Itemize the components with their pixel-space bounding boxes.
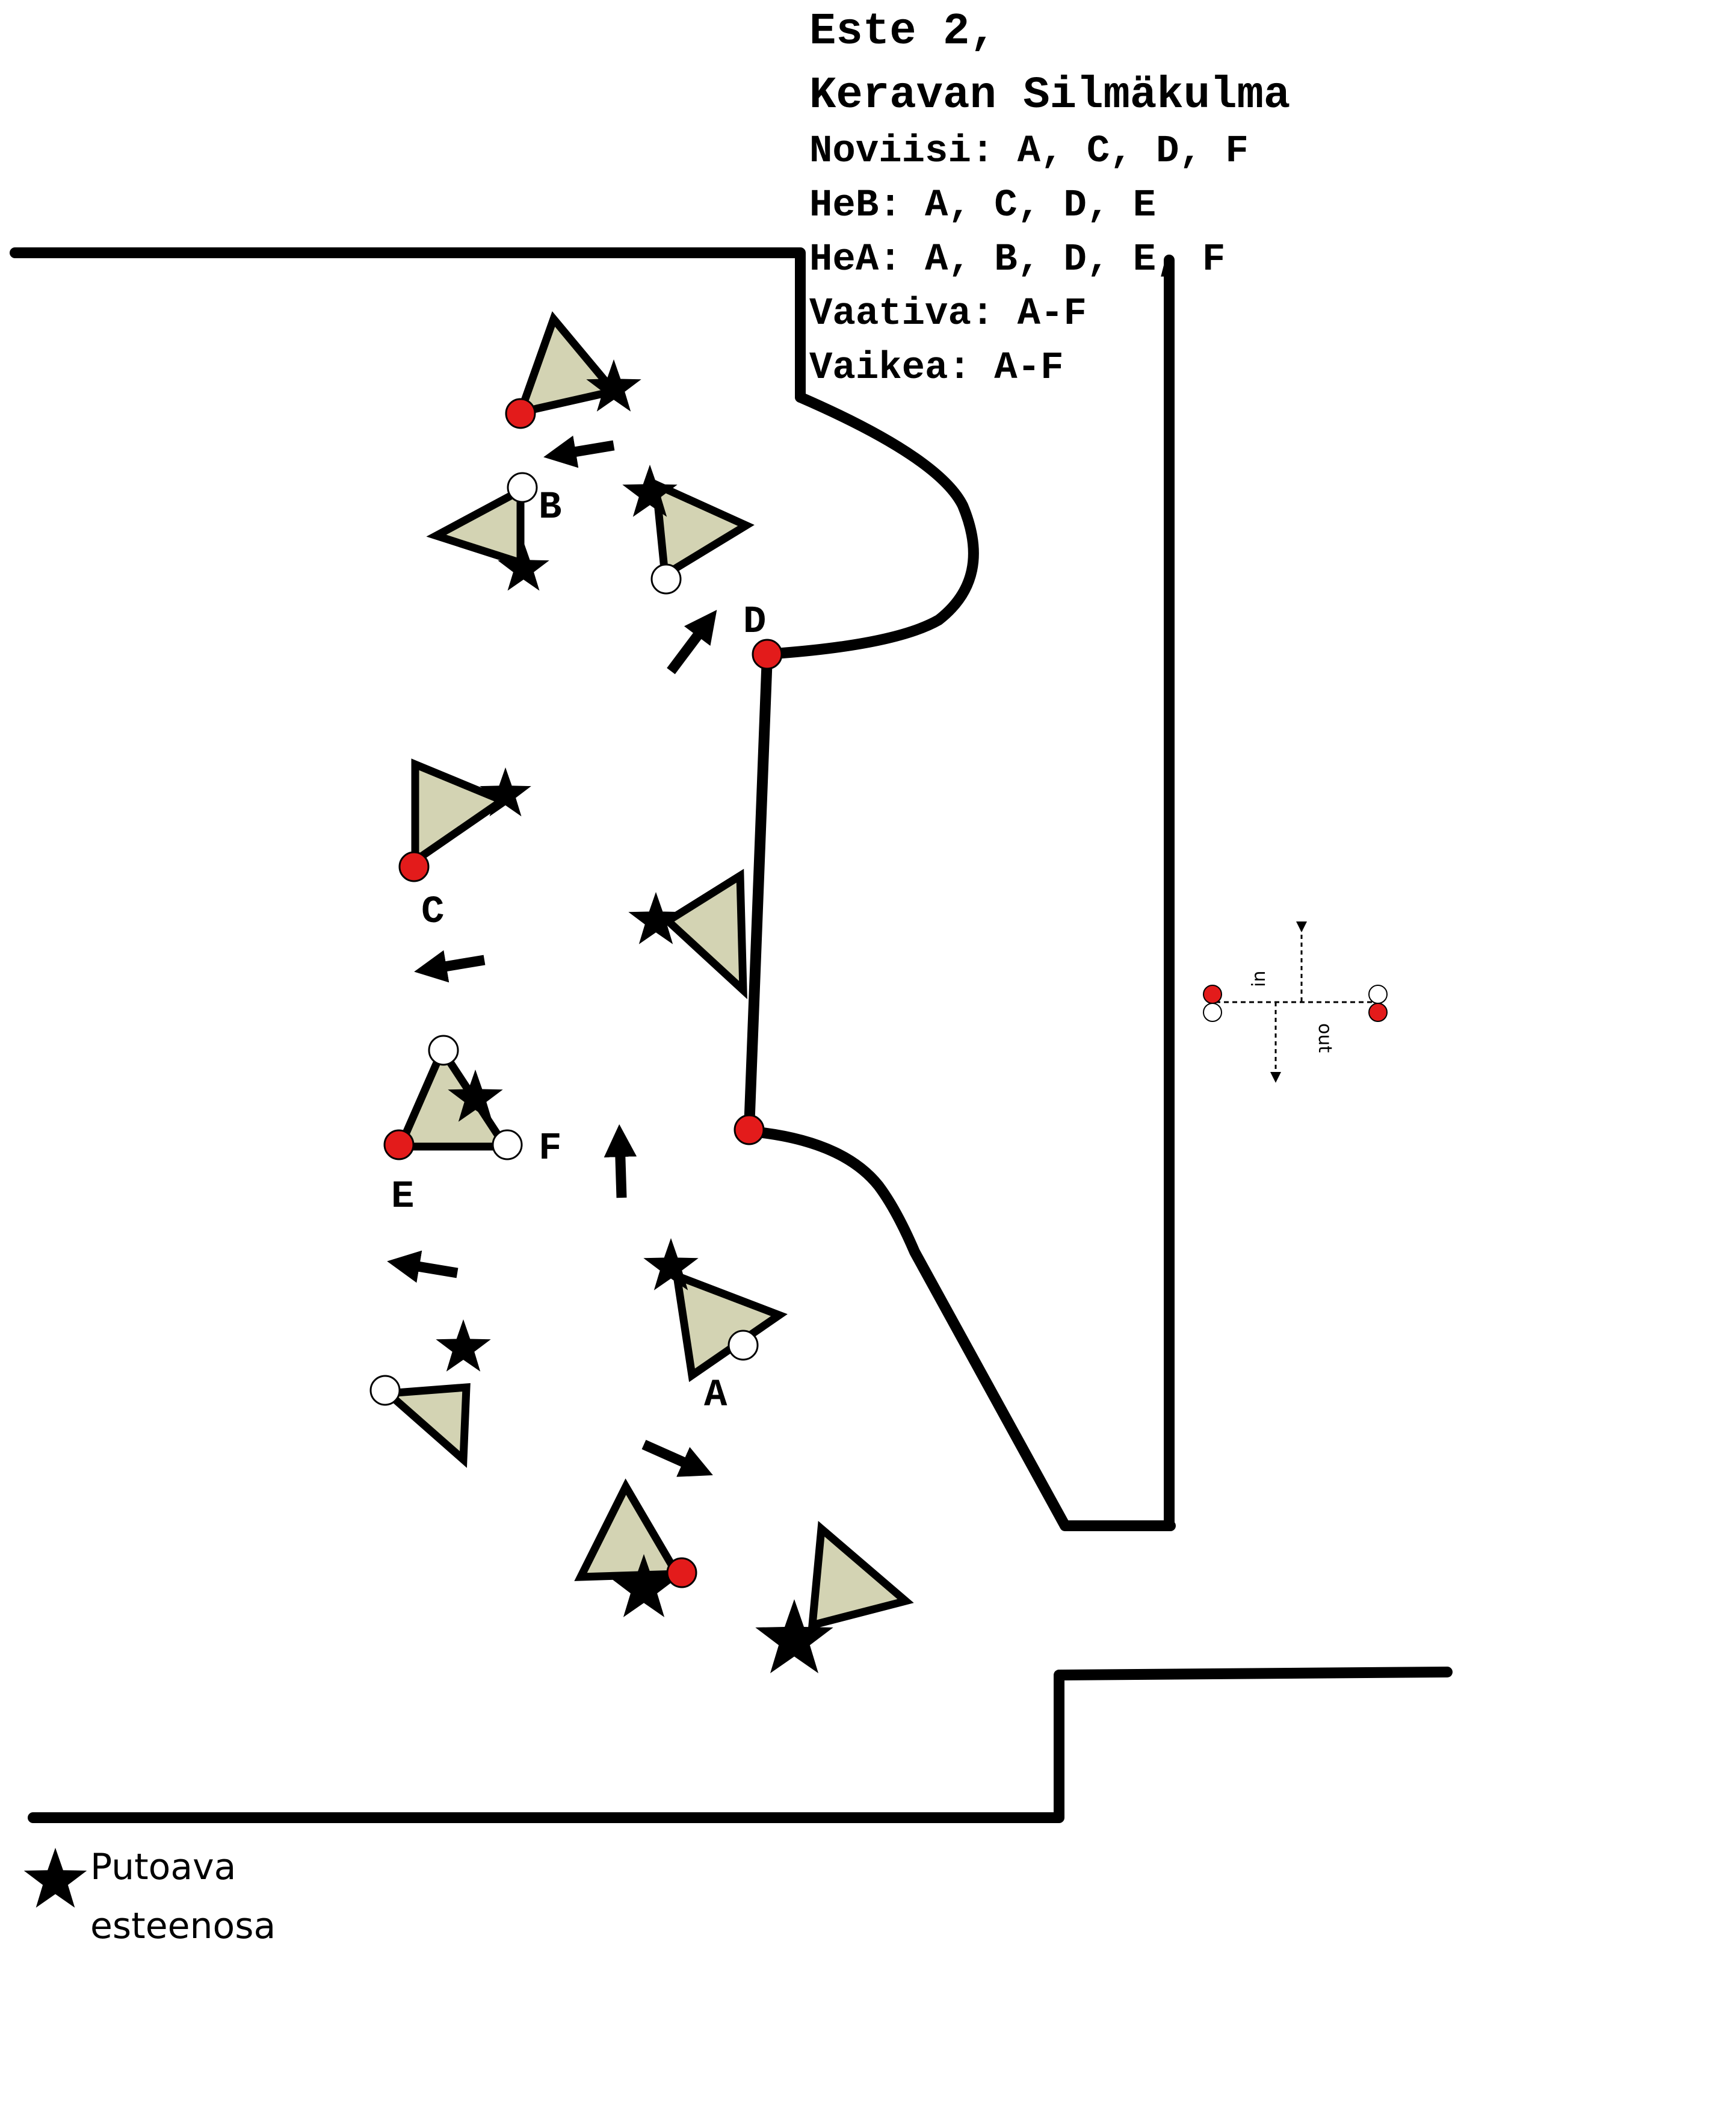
falling-part-star-icon (610, 1554, 678, 1617)
in-out-key: in out (1203, 921, 1388, 1083)
key-in-label: in (1249, 971, 1270, 987)
falling-part-star-icon (436, 1319, 491, 1372)
cone-5 (661, 869, 747, 1000)
falling-part-star-icon (628, 892, 684, 944)
arrow-d (667, 610, 717, 675)
arrow-b (543, 435, 615, 468)
white-marker (492, 1129, 523, 1160)
upper-curve-wall (777, 392, 979, 658)
key-white-marker (1368, 985, 1388, 1004)
class-line: HeA: A, B, D, E, F (809, 238, 1225, 282)
arrow-c (414, 950, 486, 983)
label-a: A (704, 1374, 727, 1417)
label-d: D (743, 601, 766, 644)
white-markers (369, 472, 759, 1406)
label-f: F (539, 1127, 561, 1171)
arrow-f (604, 1124, 637, 1198)
cone-3 (651, 478, 755, 581)
white-marker (727, 1330, 759, 1361)
falling-part-star-icon (498, 542, 549, 591)
arrow-e (387, 1250, 459, 1283)
falling-part-star-icon (480, 767, 531, 817)
header: Este 2, Keravan Silmäkulma Noviisi: A, C… (809, 7, 1290, 390)
white-marker (428, 1035, 459, 1066)
class-line: Vaativa: A-F (809, 293, 1087, 336)
cone-A (672, 1269, 788, 1383)
class-line: HeB: A, C, D, E (809, 184, 1156, 228)
white-marker (650, 563, 682, 595)
cone-2 (426, 484, 525, 568)
falling-part-stars (436, 359, 833, 1673)
red-marker (734, 1114, 765, 1145)
falling-part-star-icon (755, 1599, 833, 1673)
key-red-marker (1368, 1003, 1388, 1022)
label-e: E (391, 1175, 414, 1219)
cone-4 (411, 758, 511, 869)
middle-wall (744, 651, 773, 1134)
red-marker (398, 851, 430, 882)
falling-part-star-icon (643, 1238, 699, 1290)
lower-curve-wall (747, 1126, 1176, 1531)
key-out-label: out (1314, 1023, 1335, 1053)
class-line: Vaikea: A-F (809, 347, 1063, 390)
bottom-wall (28, 1667, 1453, 1823)
legend-star-icon (23, 1848, 87, 1908)
label-c: C (421, 891, 444, 934)
cones (378, 311, 914, 1630)
red-marker (383, 1129, 415, 1160)
top-wall (10, 247, 806, 403)
legend-line-2: esteenosa (90, 1905, 276, 1947)
legend-star-shape (23, 1848, 87, 1908)
falling-part-star-icon (586, 359, 641, 412)
red-markers (383, 398, 783, 1588)
arrow-a (641, 1440, 713, 1477)
falling-part-star-icon (622, 465, 678, 517)
key-white-marker (1203, 1003, 1222, 1022)
label-b: B (539, 486, 561, 530)
cone-8 (808, 1520, 914, 1630)
cone-7 (574, 1478, 684, 1581)
red-marker (752, 639, 783, 670)
cone-6 (378, 1383, 471, 1468)
cone-1 (514, 311, 621, 418)
arena-walls (10, 247, 1453, 1823)
legend-line-1: Putoava (90, 1846, 236, 1888)
title-line-1: Este 2, (809, 7, 996, 57)
red-marker (666, 1557, 697, 1588)
class-line: Noviisi: A, C, D, F (809, 130, 1249, 173)
legend: Putoava esteenosa (23, 1846, 276, 1947)
white-marker (369, 1375, 401, 1406)
red-marker (505, 398, 536, 429)
falling-part-star-icon (448, 1070, 503, 1122)
white-marker (507, 472, 538, 503)
title-line-2: Keravan Silmäkulma (809, 70, 1290, 121)
key-red-marker (1203, 985, 1222, 1004)
obstacle-labels: B D C F E A (391, 486, 766, 1417)
direction-arrows (387, 435, 717, 1477)
